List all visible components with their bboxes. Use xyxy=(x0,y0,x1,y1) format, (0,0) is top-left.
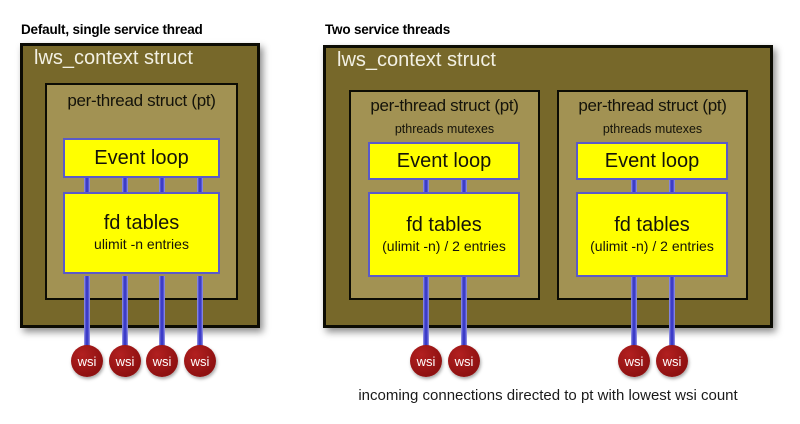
right-pt2-event-loop-box: Event loop xyxy=(576,142,728,180)
wsi-node: wsi xyxy=(71,345,103,377)
wsi-label: wsi xyxy=(190,353,210,369)
left-fd-tables-sub: ulimit -n entries xyxy=(94,236,189,253)
right-pt1-mutex-label: pthreads mutexes xyxy=(394,122,495,136)
right-lws-context-box: lws_context struct per-thread struct (pt… xyxy=(323,45,773,328)
wsi-wire xyxy=(197,276,203,348)
wsi-wire xyxy=(669,277,675,348)
right-pt1-fd-tables-sub: (ulimit -n) / 2 entries xyxy=(382,237,506,254)
left-event-loop-label: Event loop xyxy=(94,146,189,169)
connector-line xyxy=(197,178,203,192)
wsi-label: wsi xyxy=(416,353,436,369)
connector-line xyxy=(84,178,90,192)
wsi-wire xyxy=(631,277,637,348)
left-lws-context-box: lws_context struct per-thread struct (pt… xyxy=(20,43,260,328)
connector-line xyxy=(631,180,637,192)
wsi-wire xyxy=(122,276,128,348)
wsi-label: wsi xyxy=(152,353,172,369)
wsi-node: wsi xyxy=(109,345,141,377)
right-pt1-fd-tables-box: fd tables (ulimit -n) / 2 entries xyxy=(368,192,520,277)
right-per-thread-box-2: per-thread struct (pt) pthreads mutexes … xyxy=(557,90,748,300)
right-diagram-title: Two service threads xyxy=(325,22,451,37)
connector-line xyxy=(159,178,165,192)
wsi-node: wsi xyxy=(410,345,442,377)
wsi-label: wsi xyxy=(115,353,135,369)
wsi-wire xyxy=(84,276,90,348)
left-diagram-title: Default, single service thread xyxy=(21,22,203,37)
right-per-thread-box-1: per-thread struct (pt) pthreads mutexes … xyxy=(349,90,540,300)
right-pt2-fd-tables-box: fd tables (ulimit -n) / 2 entries xyxy=(576,192,728,277)
left-context-label: lws_context struct xyxy=(34,47,193,69)
caption-text: incoming connections directed to pt with… xyxy=(358,387,738,404)
wsi-node: wsi xyxy=(656,345,688,377)
wsi-node: wsi xyxy=(618,345,650,377)
wsi-label: wsi xyxy=(77,353,97,369)
left-fd-tables-box: fd tables ulimit -n entries xyxy=(63,192,220,274)
right-pt1-fd-tables-label: fd tables xyxy=(406,213,482,236)
wsi-wire xyxy=(423,277,429,348)
wsi-wire xyxy=(461,277,467,348)
connector-line xyxy=(122,178,128,192)
right-pt2-mutex-label: pthreads mutexes xyxy=(602,122,703,136)
wsi-wire xyxy=(159,276,165,348)
wsi-node: wsi xyxy=(146,345,178,377)
wsi-label: wsi xyxy=(624,353,644,369)
wsi-label: wsi xyxy=(454,353,474,369)
left-per-thread-box: per-thread struct (pt) Event loop fd tab… xyxy=(45,83,238,300)
right-pt1-event-loop-box: Event loop xyxy=(368,142,520,180)
connector-line xyxy=(423,180,429,192)
wsi-label: wsi xyxy=(662,353,682,369)
right-pt1-event-loop-label: Event loop xyxy=(396,149,492,172)
left-pt-title: per-thread struct (pt) xyxy=(67,91,216,110)
wsi-node: wsi xyxy=(448,345,480,377)
right-context-label: lws_context struct xyxy=(337,49,496,71)
left-fd-tables-label: fd tables xyxy=(103,212,180,235)
right-pt1-title: per-thread struct (pt) xyxy=(370,96,519,115)
right-pt2-event-loop-label: Event loop xyxy=(604,149,700,172)
right-pt2-fd-tables-sub: (ulimit -n) / 2 entries xyxy=(590,237,714,254)
wsi-node: wsi xyxy=(184,345,216,377)
left-event-loop-box: Event loop xyxy=(63,138,220,178)
connector-line xyxy=(669,180,675,192)
right-pt2-fd-tables-label: fd tables xyxy=(614,213,690,236)
connector-line xyxy=(461,180,467,192)
right-pt2-title: per-thread struct (pt) xyxy=(578,96,727,115)
